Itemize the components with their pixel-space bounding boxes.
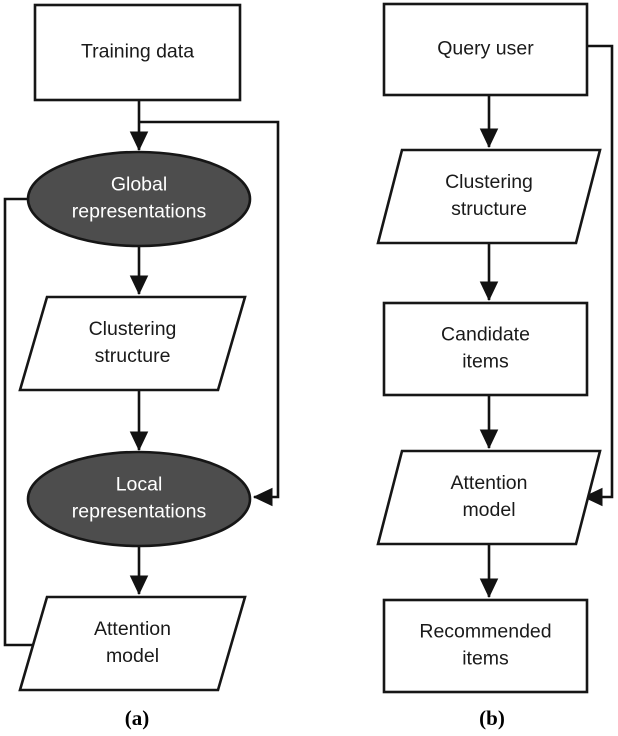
captions-layer: (a) (b) [125,706,505,730]
local-representations-node-label-line: representations [72,501,207,523]
edge-query-feedback-to-attention [582,44,614,507]
clustering-structure-node[interactable]: Clustering structure [376,148,602,245]
clustering-structure-node-label-line: structure [95,345,171,367]
edge-global-feedback-to-attention [3,197,80,655]
attention-model-node-label: Attention model [94,618,171,667]
attention-model-node[interactable]: Attention model [18,595,247,692]
global-representations-node-label: Global representations [72,174,207,223]
query-user-node-shape [382,2,589,97]
global-representations-node[interactable]: Global representations [26,150,252,248]
clustering-structure-node-label-line: Clustering [89,318,177,340]
local-representations-node-label: Local representations [72,474,207,523]
attention-model-node-label-line: Attention [94,618,171,640]
clustering-structure-node[interactable]: Clustering structure [18,295,247,392]
global-representations-node-label-line: representations [72,201,207,223]
candidate-items-node[interactable]: Candidate items [382,301,589,397]
local-representations-node-shape [26,450,252,548]
query-user-node-label: Query user [437,38,534,60]
edge-training-feedback-to-local [139,120,280,507]
candidate-items-node-label: Candidate items [441,324,530,373]
candidate-items-node-label-line: items [462,351,509,373]
panel-caption-a: (a) [125,706,150,730]
local-representations-node-label-line: Local [116,474,163,496]
panel-caption-b: (b) [479,706,505,730]
training-data-node[interactable]: Training data [33,3,242,102]
attention-model-node-label-line: model [106,645,159,667]
recommended-items-node-label: Recommended items [419,621,551,670]
attention-model-node-label-line: model [462,499,515,521]
clustering-structure-node-shape [18,295,247,392]
recommended-items-node[interactable]: Recommended items [382,598,589,694]
clustering-structure-node-label-line: structure [451,198,527,220]
recommended-items-node-label-line: Recommended [419,621,551,643]
query-user-node-label-line: Query user [437,38,534,60]
global-representations-node-shape [26,150,252,248]
local-representations-node[interactable]: Local representations [26,450,252,548]
training-data-node-shape [33,3,242,102]
clustering-structure-node-label: Clustering structure [89,318,177,367]
attention-model-node-shape [376,449,602,546]
attention-model-node-label-line: Attention [451,472,528,494]
training-data-node-label: Training data [81,41,194,63]
global-representations-node-label-line: Global [111,174,167,196]
clustering-structure-node-label: Clustering structure [445,171,533,220]
candidate-items-node-label-line: Candidate [441,324,530,346]
clustering-structure-node-shape [376,148,602,245]
attention-model-node[interactable]: Attention model [376,449,602,546]
recommended-items-node-shape [382,598,589,694]
attention-model-node-label: Attention model [451,472,528,521]
recommended-items-node-label-line: items [462,648,509,670]
clustering-structure-node-label-line: Clustering [445,171,533,193]
attention-model-node-shape [18,595,247,692]
query-user-node[interactable]: Query user [382,2,589,97]
candidate-items-node-shape [382,301,589,397]
training-data-node-label-line: Training data [81,41,194,63]
